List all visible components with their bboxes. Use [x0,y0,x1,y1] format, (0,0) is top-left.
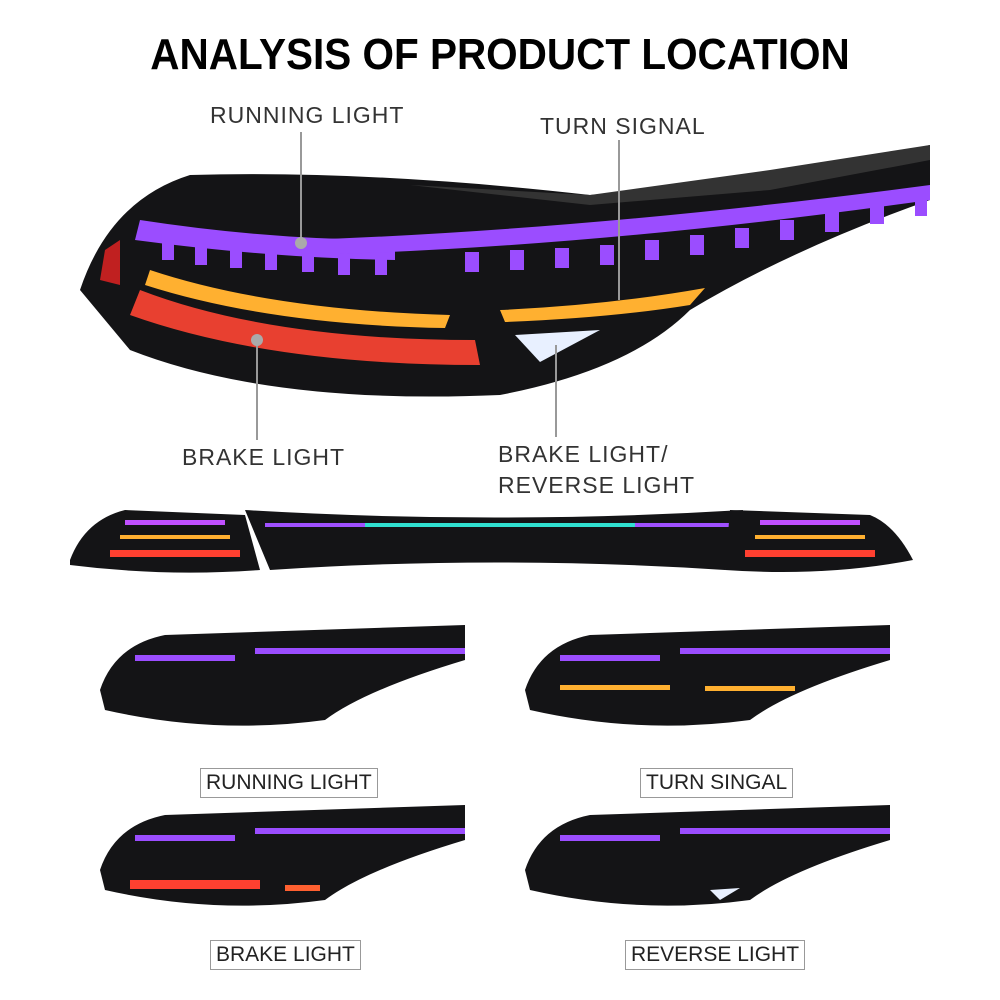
mode-brake-image [100,805,465,906]
mode-label-brake: BRAKE LIGHT [210,940,361,970]
page-title: ANALYSIS OF PRODUCT LOCATION [150,30,850,79]
mode-label-turn: TURN SINGAL [640,768,794,798]
mode-label-running: RUNNING LIGHT [200,768,378,798]
hero-tail-light-image [80,145,930,397]
callout-turn-line [618,140,620,300]
mode-reverse-image [525,805,890,906]
callout-brake-dot [251,334,263,346]
callout-running-line [300,132,302,242]
callout-brake-light: BRAKE LIGHT [182,444,346,470]
callout-brake-reverse-2: REVERSE LIGHT [498,472,696,498]
callout-brake-reverse-line [555,345,557,437]
mode-turn-image [525,625,890,726]
callout-turn-signal: TURN SIGNAL [540,113,706,139]
mode-running-image [100,625,465,726]
full-set-image [70,510,913,573]
callout-brake-line [256,345,258,440]
callout-running-light: RUNNING LIGHT [210,102,405,128]
callout-running-dot [295,237,307,249]
callout-brake-reverse-1: BRAKE LIGHT/ [498,441,669,467]
mode-label-reverse: REVERSE LIGHT [625,940,806,970]
